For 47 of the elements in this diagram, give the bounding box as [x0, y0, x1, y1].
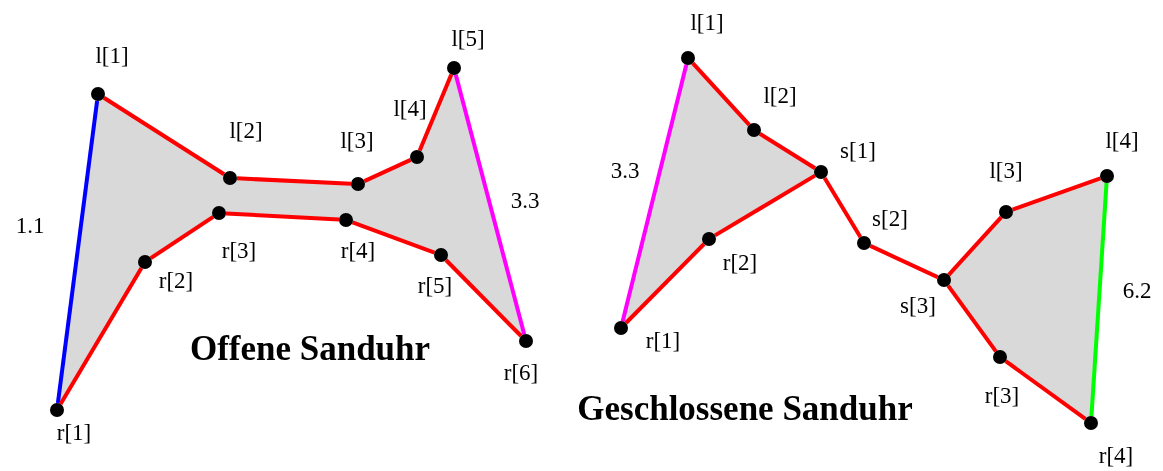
point-label: r[5]: [417, 273, 453, 297]
point-label: r[3]: [221, 238, 257, 262]
point-label: s[1]: [840, 138, 876, 162]
point-label: l[4]: [1105, 128, 1139, 152]
point-label: l[3]: [989, 158, 1023, 182]
polygon-edge: [1011, 176, 1102, 212]
polygon-edge: [58, 267, 144, 405]
polygon-edge: [691, 61, 751, 127]
polygon-edge: [351, 220, 436, 255]
point-label: l[2]: [763, 83, 797, 107]
figure-title: Offene Sanduhr: [189, 330, 431, 366]
polygon-edge: [758, 132, 817, 170]
polygon-edge: [453, 74, 527, 335]
point-label: l[1]: [690, 10, 724, 34]
polygon-edge: [149, 215, 215, 260]
polygon-edge: [417, 73, 454, 152]
polygon-edge: [620, 64, 689, 322]
polygon-edge: [946, 284, 998, 353]
polygon-edge: [363, 158, 412, 183]
point-label: s[3]: [900, 293, 936, 317]
point-label: l[5]: [451, 26, 485, 50]
polygon-edge: [55, 100, 100, 404]
polygon-edge: [236, 176, 352, 186]
point-label: l[1]: [95, 43, 129, 67]
point-label: r[6]: [503, 360, 539, 384]
polygon-edge: [225, 211, 340, 222]
point-label: r[1]: [645, 328, 681, 352]
polygon-edge: [1089, 182, 1109, 417]
polygon-edge: [713, 173, 817, 238]
polygon-edge: [102, 96, 226, 176]
point-label: l[2]: [229, 118, 263, 142]
point-label: r[1]: [56, 420, 92, 444]
polygon-edge: [444, 258, 523, 338]
point-label: l[4]: [393, 96, 427, 120]
point-label: r[4]: [340, 238, 376, 262]
polygon-edge: [822, 176, 863, 239]
point-label: s[2]: [872, 206, 908, 230]
point-label: r[4]: [1098, 443, 1134, 467]
polygon-edge: [624, 242, 706, 325]
point-label: r[3]: [984, 383, 1020, 407]
polygon-edge: [947, 215, 1003, 277]
point-label: r[2]: [158, 268, 194, 292]
point-label: l[3]: [340, 128, 374, 152]
figure-title: Geschlossene Sanduhr: [577, 390, 913, 426]
polygon-edge: [1004, 359, 1087, 421]
polygon-edge: [869, 244, 939, 279]
point-label: r[2]: [722, 250, 758, 274]
